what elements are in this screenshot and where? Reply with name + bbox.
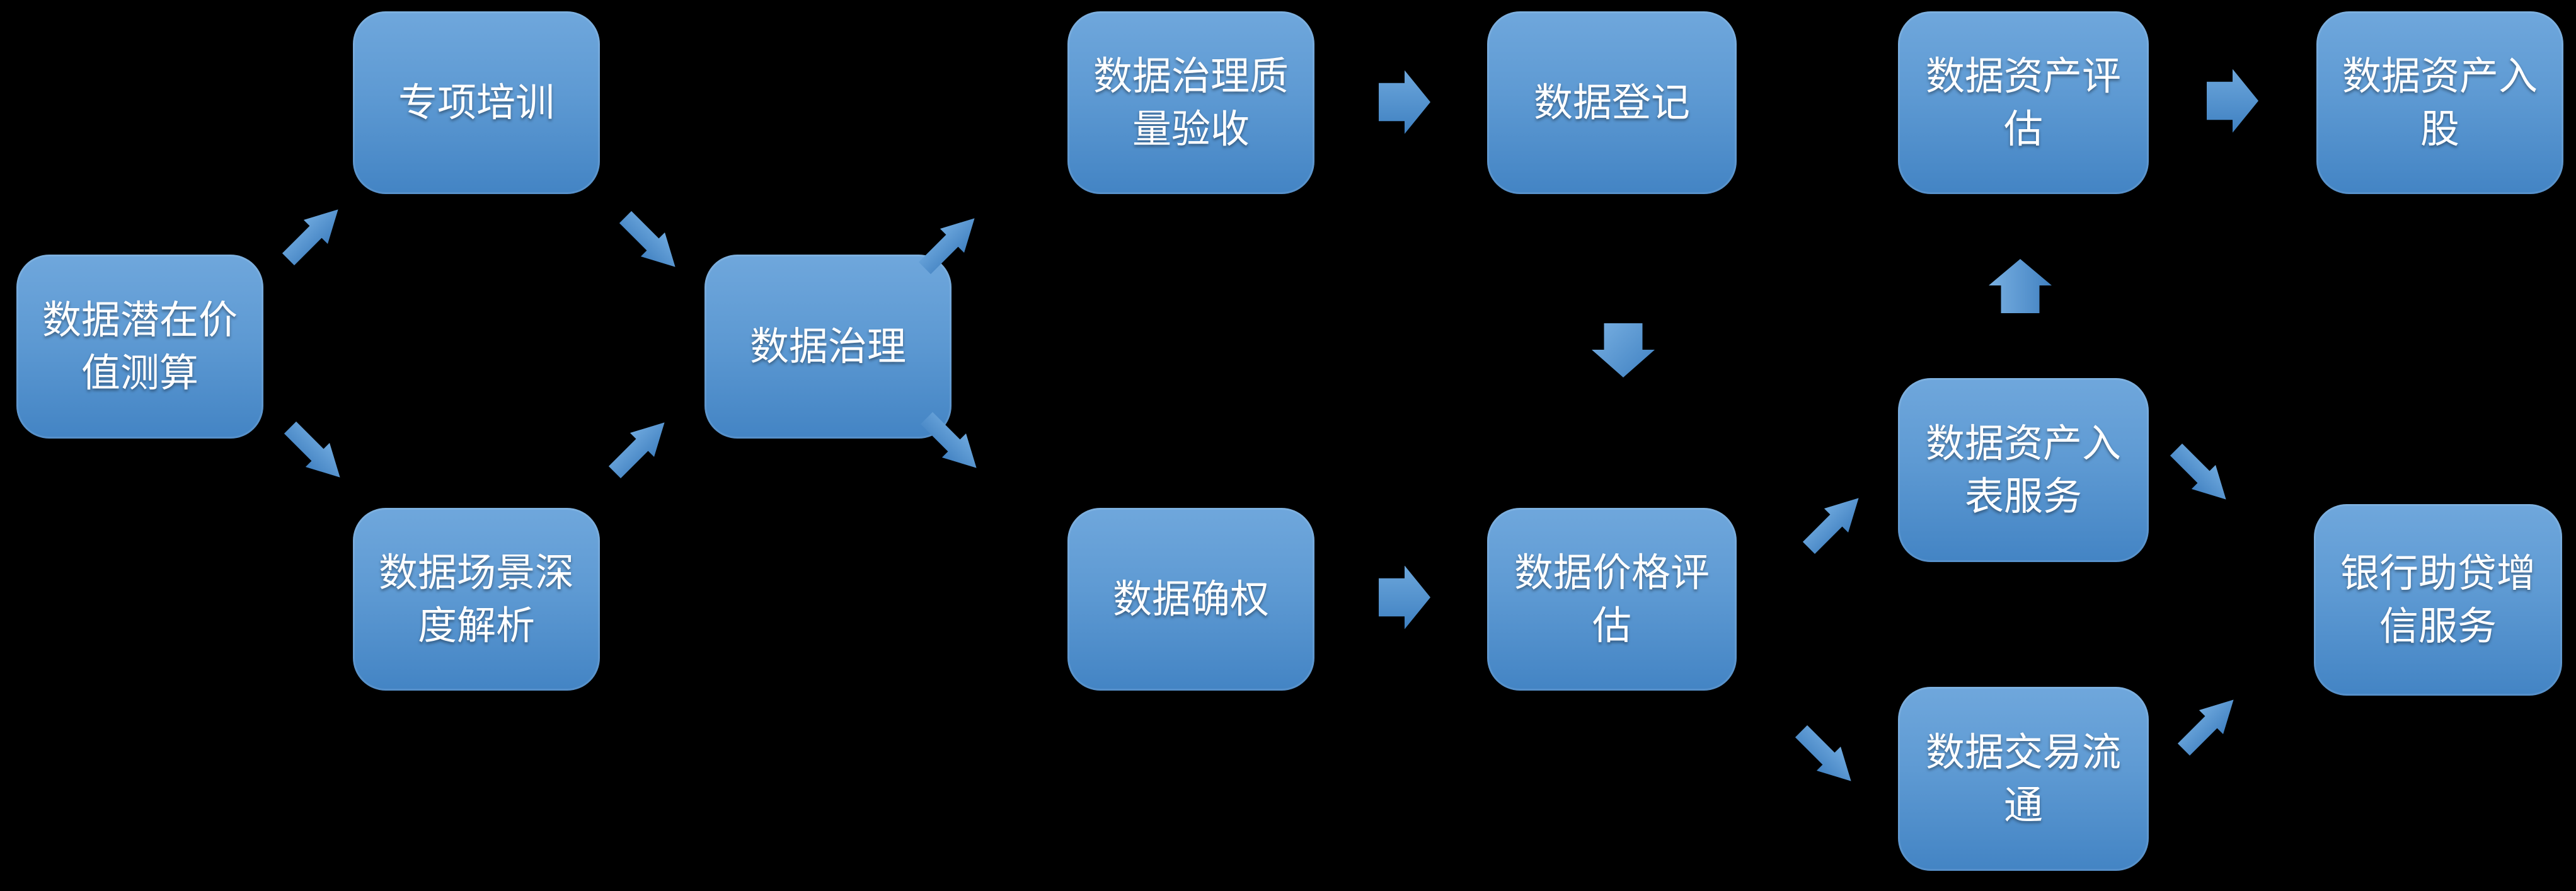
flow-node-label: 专项培训 <box>398 79 555 126</box>
flow-node-label: 数据资产入 股 <box>2342 53 2538 152</box>
arrow-price-to-on-balance <box>1797 486 1870 560</box>
flow-node-label: 数据潜在价 值测算 <box>42 297 238 396</box>
flow-node-label: 数据治理 <box>749 323 906 370</box>
flow-node-data-trading-circulation: 数据交易流 通 <box>1898 687 2149 871</box>
arrow-training-to-governance <box>613 205 687 279</box>
arrow-on-balance-to-bank <box>2164 437 2238 511</box>
flow-node-label: 数据价格评 估 <box>1514 549 1710 648</box>
flow-node-label: 数据资产入 表服务 <box>1925 420 2121 519</box>
flow-node-label: 数据资产评 估 <box>1925 53 2121 152</box>
flow-node-special-training: 专项培训 <box>353 11 600 194</box>
arrow-potential-to-scenario <box>278 415 352 489</box>
arrow-registration-to-price <box>1592 323 1655 377</box>
flow-node-data-asset-equity: 数据资产入 股 <box>2316 11 2563 194</box>
flow-node-label: 数据交易流 通 <box>1925 729 2121 828</box>
flow-node-data-rights-confirmation: 数据确权 <box>1067 508 1314 691</box>
flow-node-data-asset-evaluation: 数据资产评 估 <box>1898 11 2149 194</box>
arrow-scenario-to-governance <box>602 410 676 484</box>
flow-node-label: 数据场景深 度解析 <box>378 549 574 648</box>
flow-node-label: 数据确权 <box>1112 576 1269 623</box>
flow-node-label: 银行助贷增 信服务 <box>2340 550 2536 649</box>
flow-node-governance-quality-accept: 数据治理质 量验收 <box>1067 11 1314 194</box>
flow-node-potential-value-calc: 数据潜在价 值测算 <box>16 255 263 439</box>
flow-node-data-price-evaluation: 数据价格评 估 <box>1487 508 1737 691</box>
flow-node-data-governance: 数据治理 <box>704 255 952 439</box>
arrow-trading-to-bank <box>2171 687 2245 761</box>
flow-node-bank-loan-credit-service: 银行助贷增 信服务 <box>2314 504 2562 696</box>
arrow-quality-to-registration <box>1379 70 1430 134</box>
flow-node-asset-on-balance-service: 数据资产入 表服务 <box>1898 378 2149 562</box>
arrow-on-balance-to-asset-eval <box>1989 259 2052 313</box>
arrow-rights-to-price <box>1379 565 1430 629</box>
flow-node-label: 数据登记 <box>1533 79 1690 126</box>
flow-node-data-registration: 数据登记 <box>1487 11 1737 194</box>
arrow-price-to-trading <box>1789 719 1863 793</box>
arrow-potential-to-training <box>276 197 350 271</box>
flow-node-scenario-depth-analysis: 数据场景深 度解析 <box>353 508 600 691</box>
arrow-asset-eval-to-equity <box>2207 69 2258 133</box>
flow-node-label: 数据治理质 量验收 <box>1093 53 1289 152</box>
